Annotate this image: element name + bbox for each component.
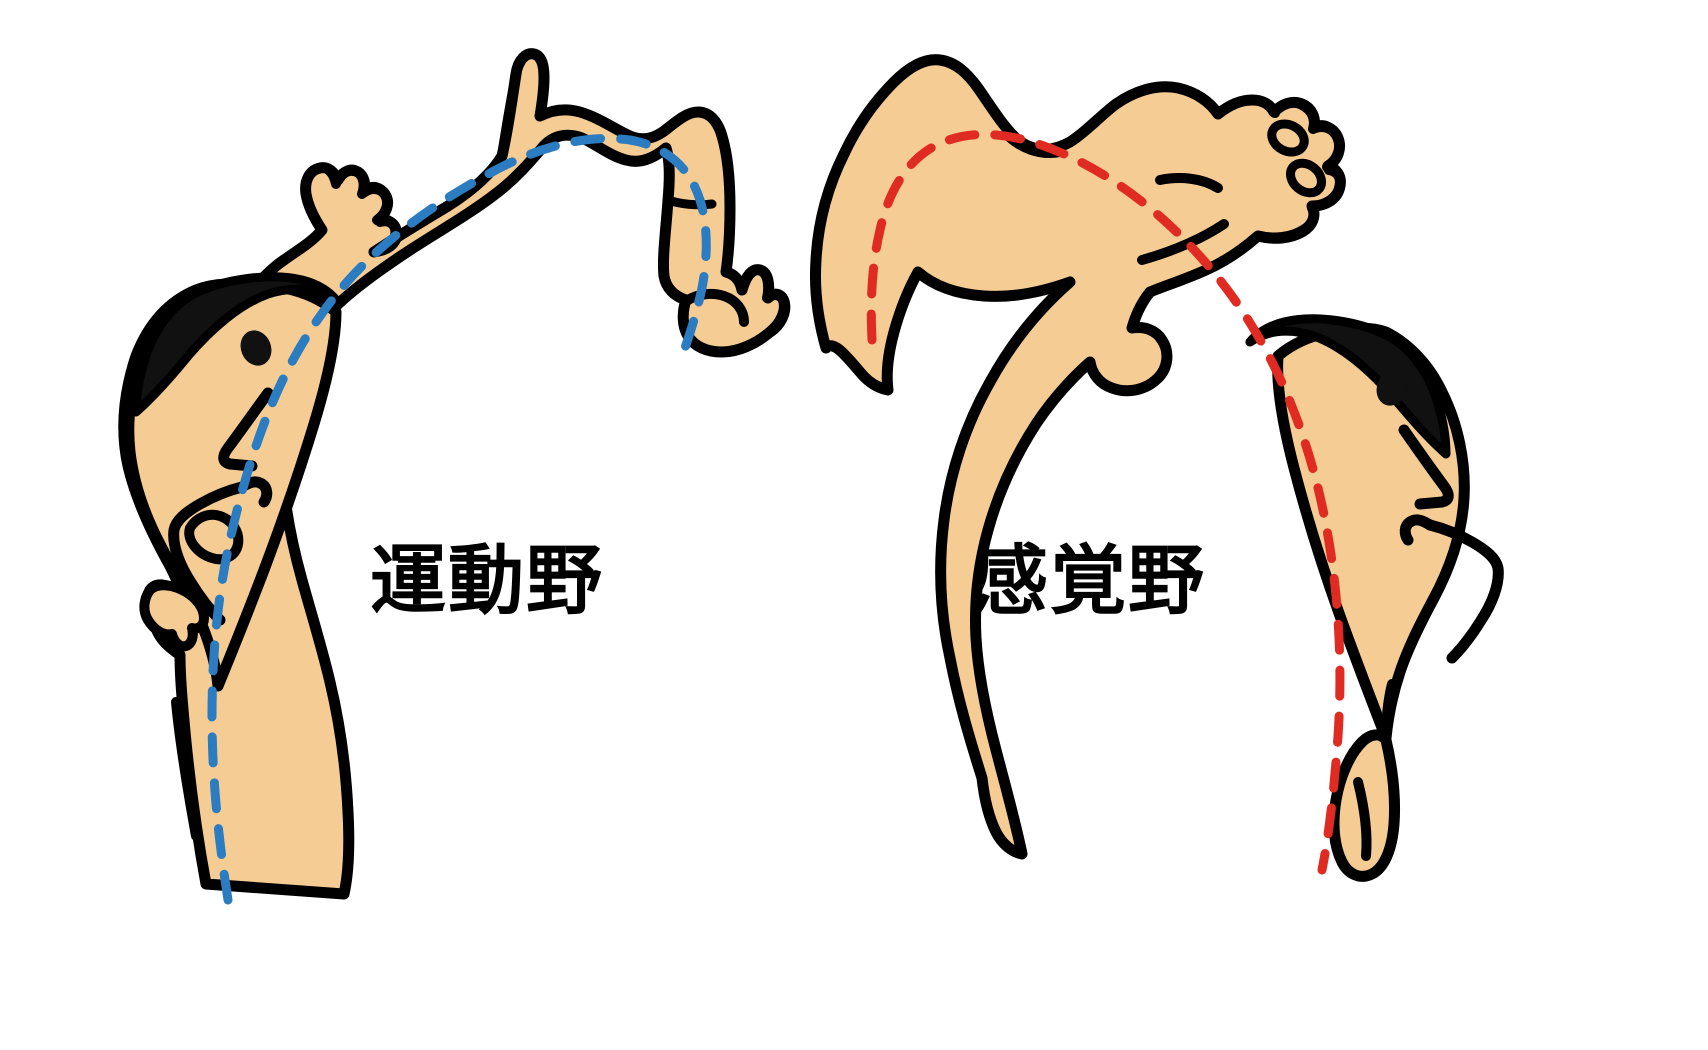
- sensory-arm-crease: [1155, 173, 1223, 193]
- motor-far-finger-1: [737, 264, 774, 303]
- motor-cortex-line: [207, 133, 711, 905]
- sensory-knuckle-2: [1286, 158, 1326, 198]
- sensory-homunculus-group: [810, 54, 1504, 882]
- sensory-finger-1: [1271, 97, 1319, 134]
- sensory-forearm-crease: [1137, 219, 1229, 265]
- sensory-hair: [1245, 314, 1451, 459]
- motor-tongue: [184, 509, 244, 565]
- sensory-knuckle-1: [1267, 119, 1309, 157]
- motor-far-finger-2: [765, 288, 791, 337]
- sensory-finger-3: [1307, 165, 1346, 212]
- sensory-leg: [1381, 679, 1397, 745]
- motor-area-label: 運動野: [370, 536, 604, 625]
- sensory-foot-crease: [1353, 777, 1372, 861]
- motor-wrist-crease: [663, 195, 717, 210]
- sensory-lip-upper: [1399, 514, 1436, 546]
- sensory-eye: [1376, 370, 1408, 406]
- motor-fingers: [300, 162, 341, 199]
- motor-leg-crease: [171, 697, 201, 841]
- motor-eye: [240, 330, 272, 366]
- motor-mouth-outline: [168, 481, 248, 626]
- sensory-nose: [1398, 424, 1454, 510]
- sensory-finger-2: [1311, 120, 1345, 172]
- motor-finger-3: [361, 181, 393, 225]
- sensory-fingers-group: [1213, 94, 1280, 119]
- sensory-mouth-outline: [1424, 519, 1504, 664]
- motor-nose: [218, 387, 274, 472]
- motor-shoulder-notch: [497, 71, 521, 161]
- sensory-area-label: 感覚野: [972, 536, 1206, 625]
- sensory-cortex-line: [866, 130, 1345, 875]
- motor-body-band: [118, 48, 790, 900]
- sensory-body-band: [810, 54, 1346, 860]
- motor-hair: [131, 272, 341, 417]
- motor-homunculus-group: [118, 48, 791, 905]
- sensory-thumb: [1253, 203, 1320, 244]
- motor-toes: [139, 580, 209, 652]
